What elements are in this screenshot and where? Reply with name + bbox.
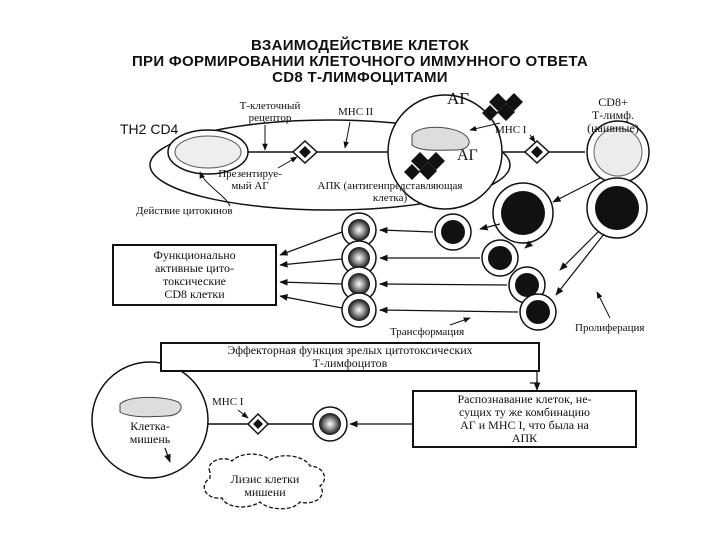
apc-center-cell	[387, 94, 503, 210]
lysis-cloud	[203, 453, 326, 510]
large-cell-2	[586, 177, 648, 239]
medium-cell-2	[481, 239, 519, 277]
title-line-3: CD8 Т-ЛИМФОЦИТАМИ	[272, 69, 448, 86]
proliferation-label: Пролиферация	[575, 322, 645, 334]
cd8-label: CD8+Т-лимф.(наивные)	[587, 95, 639, 135]
ag-top-label: АГ	[447, 89, 470, 108]
tcr-mhc2-complex	[291, 139, 319, 165]
medium-cell-4	[519, 293, 557, 331]
mhc1-bottom-label: MHC I	[212, 396, 244, 408]
apc-cell-outline	[149, 119, 511, 211]
target-cell	[91, 361, 209, 479]
ag-inner-label: АГ	[457, 147, 478, 164]
functional-cd8-box: Функционально активные цито- токсические…	[112, 244, 277, 306]
antigen-cluster-top	[482, 93, 523, 121]
medium-cell-1	[434, 213, 472, 251]
th2-cd4-cell	[167, 129, 249, 175]
recognition-box: Распознавание клеток, не- сущих ту же ко…	[412, 390, 637, 448]
transformation-label: Трансформация	[390, 326, 465, 338]
cytokine-label: Действие цитокинов	[136, 205, 233, 217]
effector-cytotoxic-cell	[312, 406, 348, 442]
title-line-1: ВЗАИМОДЕЙСТВИЕ КЛЕТОК	[250, 37, 470, 54]
tcr-mhc1-complex	[523, 139, 551, 165]
mhc2-label: MHC II	[338, 106, 374, 118]
title-line-2: ПРИ ФОРМИРОВАНИИ КЛЕТОЧНОГО ИММУННОГО ОТ…	[131, 53, 589, 70]
target-cell-label: Клетка-мишень	[129, 419, 171, 446]
large-cell-1	[492, 182, 554, 244]
cytotoxic-cell-2	[341, 240, 377, 276]
effector-function-box: Эффекторная функция зрелых цитотоксическ…	[160, 342, 540, 372]
cytotoxic-cell-4	[341, 292, 377, 328]
cytotoxic-cell-1	[341, 212, 377, 248]
target-mhc1-complex	[246, 412, 270, 436]
presented-ag-label: Презентируе-мый АГ	[218, 168, 282, 192]
antigen-cluster-inner	[404, 152, 445, 180]
mhc1-top-label: MHC I	[495, 124, 527, 136]
th2-cd4-label: TH2 CD4	[120, 121, 179, 137]
